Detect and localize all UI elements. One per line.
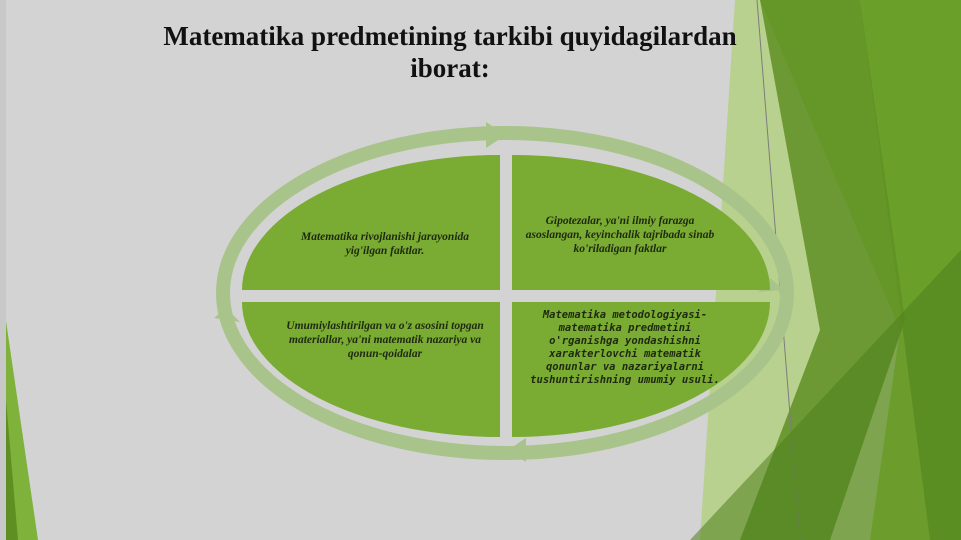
quadrant-bottom-right	[512, 302, 770, 437]
arrowhead-bottom	[508, 438, 526, 462]
quadrant-top-left	[242, 155, 500, 290]
arrowhead-top	[486, 122, 506, 148]
quadrant-top-right	[512, 155, 770, 290]
quadrant-text-bottom-left: Umumiylashtirilgan va o'z asosini topgan…	[286, 320, 484, 360]
quadrant-text-top-left: Matematika rivojlanishi jarayonida yig'i…	[300, 231, 470, 257]
bg-shape-corner	[690, 250, 961, 540]
arrowhead-left	[214, 308, 240, 322]
quadrant-bottom-left	[242, 302, 500, 437]
title-line-2: iborat:	[410, 53, 490, 83]
quadrant-text-bottom-right: Matematika metodologiyasi-matematika pre…	[530, 309, 720, 386]
bg-left-strip	[0, 0, 6, 540]
title-line-1: Matematika predmetining tarkibi quyidagi…	[163, 21, 737, 51]
circular-arrow-ring	[214, 122, 794, 462]
slide-title: Matematika predmetining tarkibi quyidagi…	[120, 20, 780, 84]
quadrant-text-top-right: Gipotezalar, ya'ni ilmiy farazga asoslan…	[525, 215, 715, 255]
arrow-ring-ellipse	[216, 126, 794, 460]
